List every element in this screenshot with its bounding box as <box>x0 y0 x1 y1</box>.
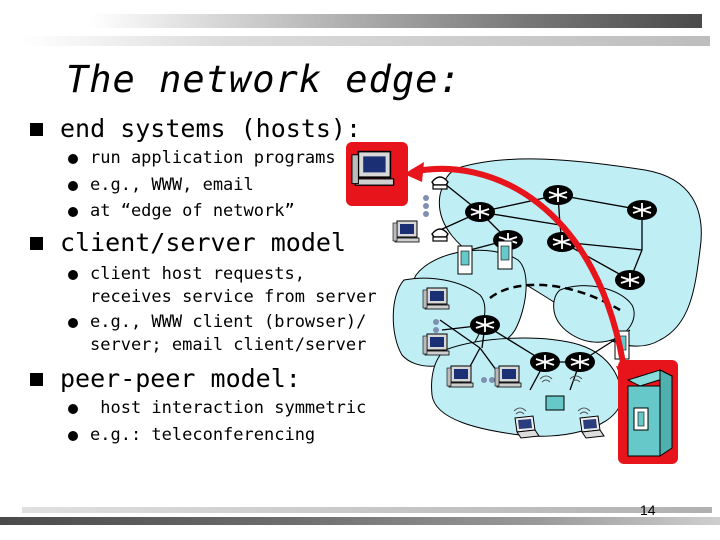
sub-bullet-text: e.g., WWW, email <box>90 175 254 195</box>
server-icon <box>457 245 473 275</box>
round-bullet-icon <box>68 207 78 217</box>
router-icon <box>626 199 658 221</box>
sub-bullet-text: server; email client/server <box>90 335 367 355</box>
sub-bullet-text: e.g.: teleconferencing <box>90 425 316 445</box>
sub-bullet-text: client host requests, <box>90 264 305 284</box>
desktop-pc-icon <box>494 365 522 388</box>
round-bullet-icon <box>68 318 78 328</box>
top-decor-bar <box>90 14 702 28</box>
desktop-pc-icon <box>422 287 450 310</box>
desktop-pc-icon <box>446 365 474 388</box>
sub-bullet-text: at “edge of network” <box>90 201 295 221</box>
arrowhead-icon <box>616 366 634 386</box>
bullet-text: client/server model <box>60 228 346 257</box>
bullet-text: peer-peer model: <box>60 364 301 393</box>
server-icon <box>497 240 513 270</box>
desktop-pc-icon <box>392 220 420 243</box>
sub-bullet-text: e.g., WWW client (browser)/ <box>90 312 367 332</box>
router-icon <box>564 351 596 373</box>
bottom-decor-bar-light <box>22 507 712 513</box>
desktop-pc-icon <box>422 333 450 356</box>
dashed-link <box>489 283 621 312</box>
router-icon <box>529 351 561 373</box>
bottom-decor-bar <box>0 517 720 525</box>
router-icon <box>464 201 496 223</box>
square-bullet-icon <box>30 373 43 386</box>
phone-icon <box>431 176 449 190</box>
sub-bullet-text: receives service from server <box>90 287 377 307</box>
sub-bullet-text: host interaction symmetric <box>90 398 367 418</box>
client-server-arrow <box>411 165 628 376</box>
round-bullet-icon <box>68 154 78 164</box>
slide-title: The network edge: <box>66 58 462 101</box>
top-decor-bar-light <box>20 36 710 46</box>
access-point-icon <box>545 395 565 411</box>
page-number: 14 <box>640 502 656 518</box>
phone-icon <box>431 228 449 242</box>
network-edge-diagram <box>346 142 702 464</box>
round-bullet-icon <box>68 181 78 191</box>
router-icon <box>469 314 501 336</box>
round-bullet-icon <box>68 270 78 280</box>
round-bullet-icon <box>68 404 78 414</box>
server-tower-icon <box>626 369 674 457</box>
square-bullet-icon <box>30 123 43 136</box>
end-host-pc-icon <box>351 150 395 186</box>
router-icon <box>542 184 574 206</box>
sub-bullet-text: run application programs <box>90 148 336 168</box>
wireless-signal-icons <box>513 375 591 415</box>
square-bullet-icon <box>30 237 43 250</box>
round-bullet-icon <box>68 431 78 441</box>
router-icon <box>614 269 646 291</box>
arrowhead-icon <box>404 162 424 182</box>
bullet-text: end systems (hosts): <box>60 114 362 143</box>
